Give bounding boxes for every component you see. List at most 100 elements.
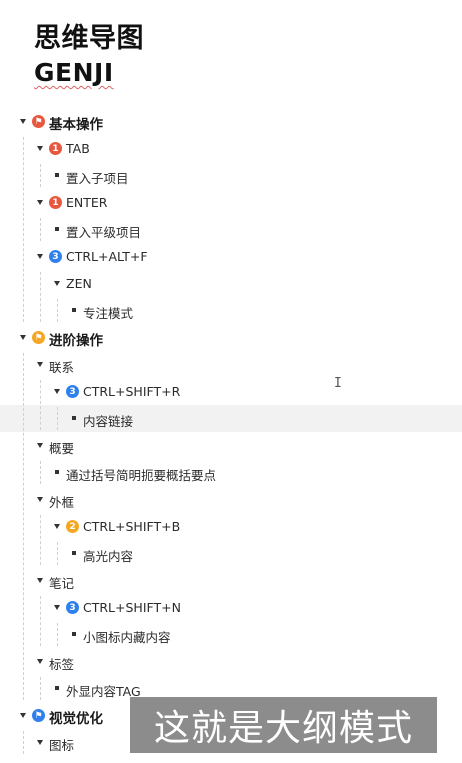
tree-guide-line bbox=[40, 677, 41, 700]
video-caption: 这就是大纲模式 bbox=[130, 697, 437, 753]
outline-item[interactable]: 通过括号简明扼要概括要点 bbox=[0, 459, 462, 486]
outline-item-label: 置入平级项目 bbox=[66, 225, 142, 240]
tree-guide-line bbox=[40, 272, 41, 322]
expand-arrow-icon[interactable] bbox=[37, 578, 43, 583]
flag-icon: ⚑ bbox=[32, 115, 45, 128]
tree-guide-line bbox=[57, 623, 58, 646]
tree-guide-line bbox=[57, 407, 58, 430]
outline-item-label: 图标 bbox=[49, 738, 75, 753]
expand-arrow-icon[interactable] bbox=[37, 443, 43, 448]
outline-item-label: 基本操作 bbox=[49, 117, 103, 133]
tree-guide-line bbox=[57, 299, 58, 322]
expand-arrow-icon[interactable] bbox=[54, 389, 60, 394]
outline-item-label: TAB bbox=[66, 141, 90, 156]
outline-item[interactable]: 3 CTRL+ALT+F bbox=[0, 243, 462, 270]
bullet-icon bbox=[55, 686, 59, 690]
outline-item-label: 外框 bbox=[49, 495, 75, 510]
outline-item[interactable]: 小图标内藏内容 bbox=[0, 621, 462, 648]
outline-item-label: 内容链接 bbox=[83, 414, 134, 429]
tree-guide-line bbox=[40, 596, 41, 646]
expand-arrow-icon[interactable] bbox=[37, 659, 43, 664]
bullet-icon bbox=[55, 173, 59, 177]
expand-arrow-icon[interactable] bbox=[20, 335, 26, 340]
priority-1-icon: 1 bbox=[49, 196, 62, 209]
tree-guide-line bbox=[57, 542, 58, 565]
outline-item[interactable]: 内容链接 bbox=[0, 405, 462, 432]
expand-arrow-icon[interactable] bbox=[37, 146, 43, 151]
tree-guide-line bbox=[40, 164, 41, 187]
bullet-icon bbox=[72, 632, 76, 636]
tree-guide-line bbox=[23, 731, 24, 754]
expand-arrow-icon[interactable] bbox=[20, 713, 26, 718]
outline-item-label: 标签 bbox=[49, 657, 75, 672]
outline-item[interactable]: 3 CTRL+SHIFT+N bbox=[0, 594, 462, 621]
expand-arrow-icon[interactable] bbox=[37, 740, 43, 745]
flag-icon: ⚑ bbox=[32, 709, 45, 722]
outline-item-label: 高光内容 bbox=[83, 549, 134, 564]
expand-arrow-icon[interactable] bbox=[37, 497, 43, 502]
bullet-icon bbox=[72, 551, 76, 555]
outline-item[interactable]: 2 CTRL+SHIFT+B bbox=[0, 513, 462, 540]
outline-item-label: 联系 bbox=[49, 360, 75, 375]
expand-arrow-icon[interactable] bbox=[54, 605, 60, 610]
outline-item-label: 视觉优化 bbox=[49, 711, 103, 727]
expand-arrow-icon[interactable] bbox=[37, 200, 43, 205]
outline-item[interactable]: 置入子项目 bbox=[0, 162, 462, 189]
outline-item-label: 外显内容TAG bbox=[66, 684, 141, 699]
outline-item-label: 进阶操作 bbox=[49, 333, 103, 349]
outline-item[interactable]: 笔记 bbox=[0, 567, 462, 594]
outline-item-label: CTRL+SHIFT+R bbox=[83, 384, 181, 399]
flag-icon: ⚑ bbox=[32, 331, 45, 344]
expand-arrow-icon[interactable] bbox=[20, 119, 26, 124]
priority-3-icon: 3 bbox=[66, 385, 79, 398]
outline-item[interactable]: 置入平级项目 bbox=[0, 216, 462, 243]
outline-item-label: 专注模式 bbox=[83, 306, 134, 321]
outline-item[interactable]: ⚑ 基本操作 bbox=[0, 108, 462, 135]
outline-item[interactable]: 专注模式 bbox=[0, 297, 462, 324]
document-subtitle: GENJI bbox=[34, 58, 114, 87]
priority-1-icon: 1 bbox=[49, 142, 62, 155]
outline-item[interactable]: ⚑ 进阶操作 bbox=[0, 324, 462, 351]
outline-item-label: 小图标内藏内容 bbox=[83, 630, 171, 645]
expand-arrow-icon[interactable] bbox=[37, 362, 43, 367]
outline-item[interactable]: 联系 bbox=[0, 351, 462, 378]
expand-arrow-icon[interactable] bbox=[54, 524, 60, 529]
outline-item[interactable]: 1 ENTER bbox=[0, 189, 462, 216]
document-title: 思维导图 bbox=[34, 23, 144, 54]
tree-guide-line bbox=[40, 515, 41, 565]
outline-item-label: ZEN bbox=[66, 276, 92, 291]
outline-item-label: CTRL+ALT+F bbox=[66, 249, 148, 264]
tree-guide-line bbox=[40, 218, 41, 241]
outline-item[interactable]: 外框 bbox=[0, 486, 462, 513]
outline-item[interactable]: 3 CTRL+SHIFT+R bbox=[0, 378, 462, 405]
outline-item[interactable]: 1 TAB bbox=[0, 135, 462, 162]
outline-item-label: 置入子项目 bbox=[66, 171, 129, 186]
bullet-icon bbox=[55, 227, 59, 231]
outline-item-label: CTRL+SHIFT+N bbox=[83, 600, 181, 615]
priority-3-icon: 3 bbox=[49, 250, 62, 263]
outline-item[interactable]: 高光内容 bbox=[0, 540, 462, 567]
priority-2-icon: 2 bbox=[66, 520, 79, 533]
outline-item-label: 概要 bbox=[49, 441, 75, 456]
bullet-icon bbox=[55, 470, 59, 474]
outline-item[interactable]: 标签 bbox=[0, 648, 462, 675]
outline-item-label: 笔记 bbox=[49, 576, 75, 591]
bullet-icon bbox=[72, 308, 76, 312]
priority-3-icon: 3 bbox=[66, 601, 79, 614]
outline-item[interactable]: 图标 bbox=[0, 729, 462, 756]
bullet-icon bbox=[72, 416, 76, 420]
outline-item[interactable]: ZEN bbox=[0, 270, 462, 297]
outline-item[interactable]: 外显内容TAG bbox=[0, 675, 462, 702]
outline-item-label: 通过括号简明扼要概括要点 bbox=[66, 468, 217, 483]
outline-item[interactable]: ⚑ 视觉优化 bbox=[0, 702, 462, 729]
expand-arrow-icon[interactable] bbox=[37, 254, 43, 259]
tree-guide-line bbox=[23, 137, 24, 322]
tree-guide-line bbox=[40, 380, 41, 430]
tree-guide-line bbox=[23, 353, 24, 700]
outline-item[interactable]: 概要 bbox=[0, 432, 462, 459]
tree-guide-line bbox=[40, 461, 41, 484]
outline-item-label: ENTER bbox=[66, 195, 108, 210]
outline-item-label: CTRL+SHIFT+B bbox=[83, 519, 181, 534]
expand-arrow-icon[interactable] bbox=[54, 281, 60, 286]
text-cursor-icon: I bbox=[334, 376, 342, 391]
